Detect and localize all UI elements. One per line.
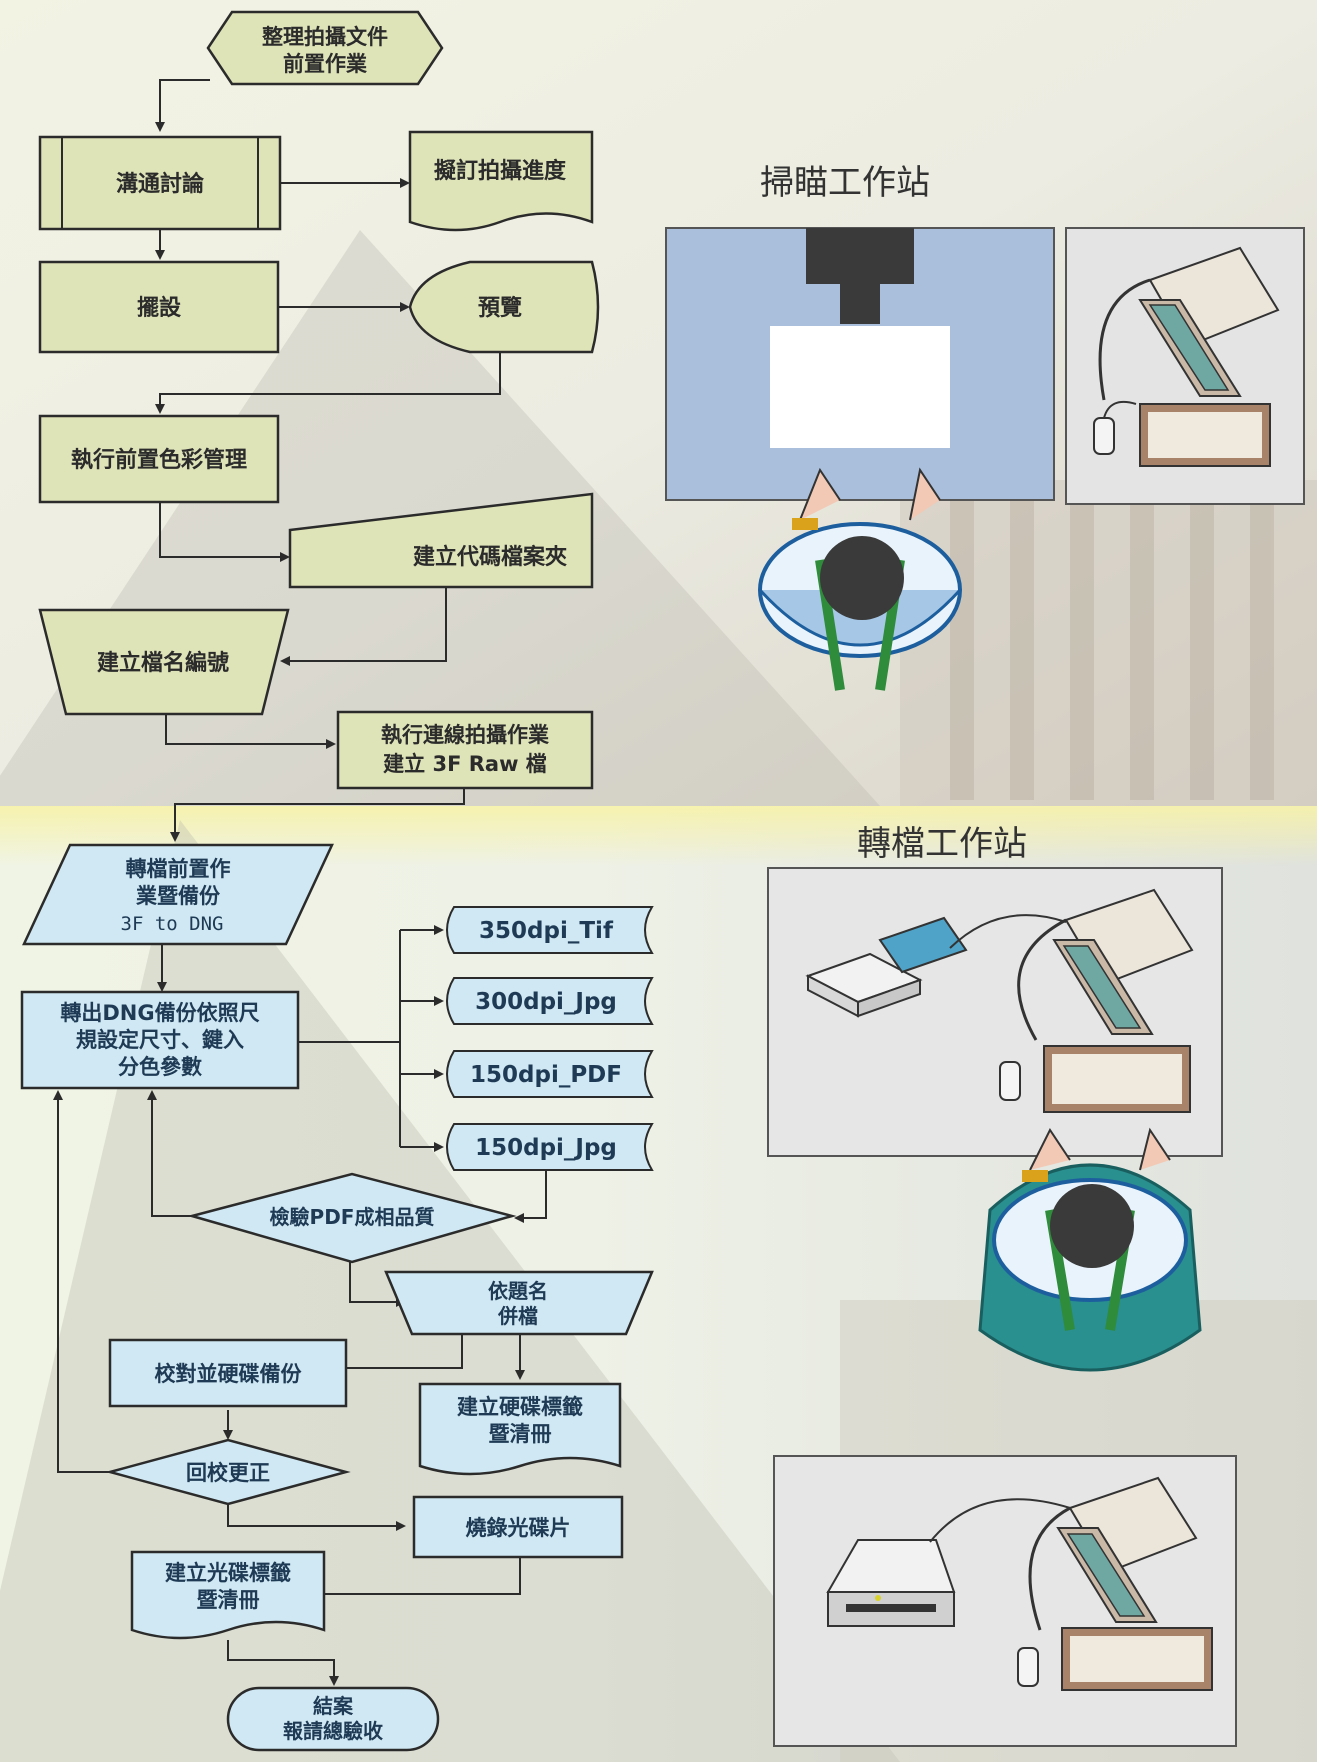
shoot-process: 執行連線拍攝作業 建立 3F Raw 檔 <box>336 710 594 790</box>
folder-label: 建立代碼檔案夾 <box>413 544 567 570</box>
cd-label-line1: 建立光碟標籤 <box>165 1561 291 1585</box>
merge-line1: 依題名 <box>488 1279 548 1303</box>
pre-convert-line2: 業暨備份 <box>136 884 221 908</box>
output-150dpi-pdf-label: 150dpi_PDF <box>470 1062 622 1088</box>
preview-label: 預覽 <box>478 295 522 321</box>
color-management-label: 執行前置色彩管理 <box>71 447 247 473</box>
convert-station-illustration <box>767 867 1237 1747</box>
proof-backup-label: 校對並硬碟備份 <box>155 1362 303 1386</box>
folder-manual-input: 建立代碼檔案夾 <box>288 492 594 589</box>
start-label-line1: 整理拍攝文件 <box>262 25 388 49</box>
scan-computer-icon <box>1093 246 1280 467</box>
shoot-label-line2: 建立 3F Raw 檔 <box>383 752 547 776</box>
finish-line1: 結案 <box>313 1694 354 1718</box>
color-management-process: 執行前置色彩管理 <box>38 414 280 504</box>
output-150dpi-pdf: 150dpi_PDF <box>446 1050 654 1098</box>
scan-operator-figure <box>758 467 962 691</box>
check-pdf-label: 檢驗PDF成相品質 <box>270 1205 435 1229</box>
merge-manual-operation: 依題名 併檔 <box>384 1270 654 1336</box>
output-150dpi-jpg-label: 150dpi_Jpg <box>475 1135 617 1161</box>
burn-computer-icon <box>929 1476 1213 1691</box>
export-line1: 轉出DNG備份依照尺 <box>60 1001 259 1025</box>
camera-stand <box>840 284 880 324</box>
convert-operator-figure <box>978 1127 1202 1372</box>
hdd-label-line2: 暨清冊 <box>489 1422 552 1446</box>
schedule-document: 擬訂拍攝進度 <box>408 130 594 232</box>
top-connectors <box>155 79 501 842</box>
card-reader-icon <box>805 916 968 1018</box>
start-hexagon: 整理拍攝文件 前置作業 <box>206 10 444 86</box>
output-300dpi-jpg: 300dpi_Jpg <box>446 977 654 1025</box>
export-line3: 分色參數 <box>118 1055 202 1079</box>
output-150dpi-jpg: 150dpi_Jpg <box>446 1123 654 1171</box>
schedule-label: 擬訂拍攝進度 <box>434 158 567 184</box>
setup-label: 擺設 <box>137 295 182 321</box>
start-label-line2: 前置作業 <box>283 52 368 76</box>
scan-station-illustration <box>665 227 1305 691</box>
export-line2: 規設定尺寸、鍵入 <box>76 1028 244 1052</box>
burn-label: 燒錄光碟片 <box>466 1516 571 1540</box>
finish-terminator: 結案 報請總驗收 <box>226 1686 440 1752</box>
recheck-label: 回校更正 <box>186 1461 270 1485</box>
cd-burner-icon <box>826 1539 956 1627</box>
pre-convert-data: 轉檔前置作 業暨備份 3F to DNG <box>22 843 334 946</box>
finish-line2: 報請總驗收 <box>283 1719 383 1743</box>
convert-station-title: 轉檔工作站 <box>857 824 1027 864</box>
cd-label-document: 建立光碟標籤 暨清冊 <box>130 1550 326 1640</box>
burn-process: 燒錄光碟片 <box>412 1495 624 1559</box>
output-350dpi-tif-label: 350dpi_Tif <box>479 918 614 944</box>
discuss-process: 溝通討論 <box>38 135 282 231</box>
building-backdrop-top <box>900 480 1317 806</box>
building-columns <box>950 500 1274 800</box>
merge-line2: 併檔 <box>497 1304 538 1328</box>
convert-computer-icon <box>949 888 1194 1113</box>
setup-process: 擺設 <box>38 260 280 354</box>
output-300dpi-jpg-label: 300dpi_Jpg <box>475 989 617 1015</box>
scan-station-title: 掃瞄工作站 <box>760 163 930 203</box>
recheck-decision: 回校更正 <box>105 1438 351 1506</box>
naming-label: 建立檔名編號 <box>97 650 229 676</box>
shoot-label-line1: 執行連線拍攝作業 <box>381 723 550 747</box>
bottom-connectors <box>53 925 547 1686</box>
check-pdf-decision: 檢驗PDF成相品質 <box>187 1172 517 1264</box>
hdd-label-line1: 建立硬碟標籤 <box>457 1395 583 1419</box>
naming-manual-operation: 建立檔名編號 <box>38 608 290 716</box>
camera-head <box>806 228 914 284</box>
pre-convert-line1: 轉檔前置作 <box>126 857 231 881</box>
discuss-label: 溝通討論 <box>116 171 205 197</box>
document-sheet <box>770 326 950 448</box>
output-350dpi-tif: 350dpi_Tif <box>446 906 654 954</box>
cd-label-line2: 暨清冊 <box>197 1588 260 1612</box>
hdd-label-document: 建立硬碟標籤 暨清冊 <box>418 1382 622 1476</box>
proof-backup-process: 校對並硬碟備份 <box>108 1338 348 1408</box>
export-process: 轉出DNG備份依照尺 規設定尺寸、鍵入 分色參數 <box>20 990 300 1090</box>
pre-convert-sub: 3F to DNG <box>121 913 224 935</box>
preview-display: 預覽 <box>408 260 600 354</box>
